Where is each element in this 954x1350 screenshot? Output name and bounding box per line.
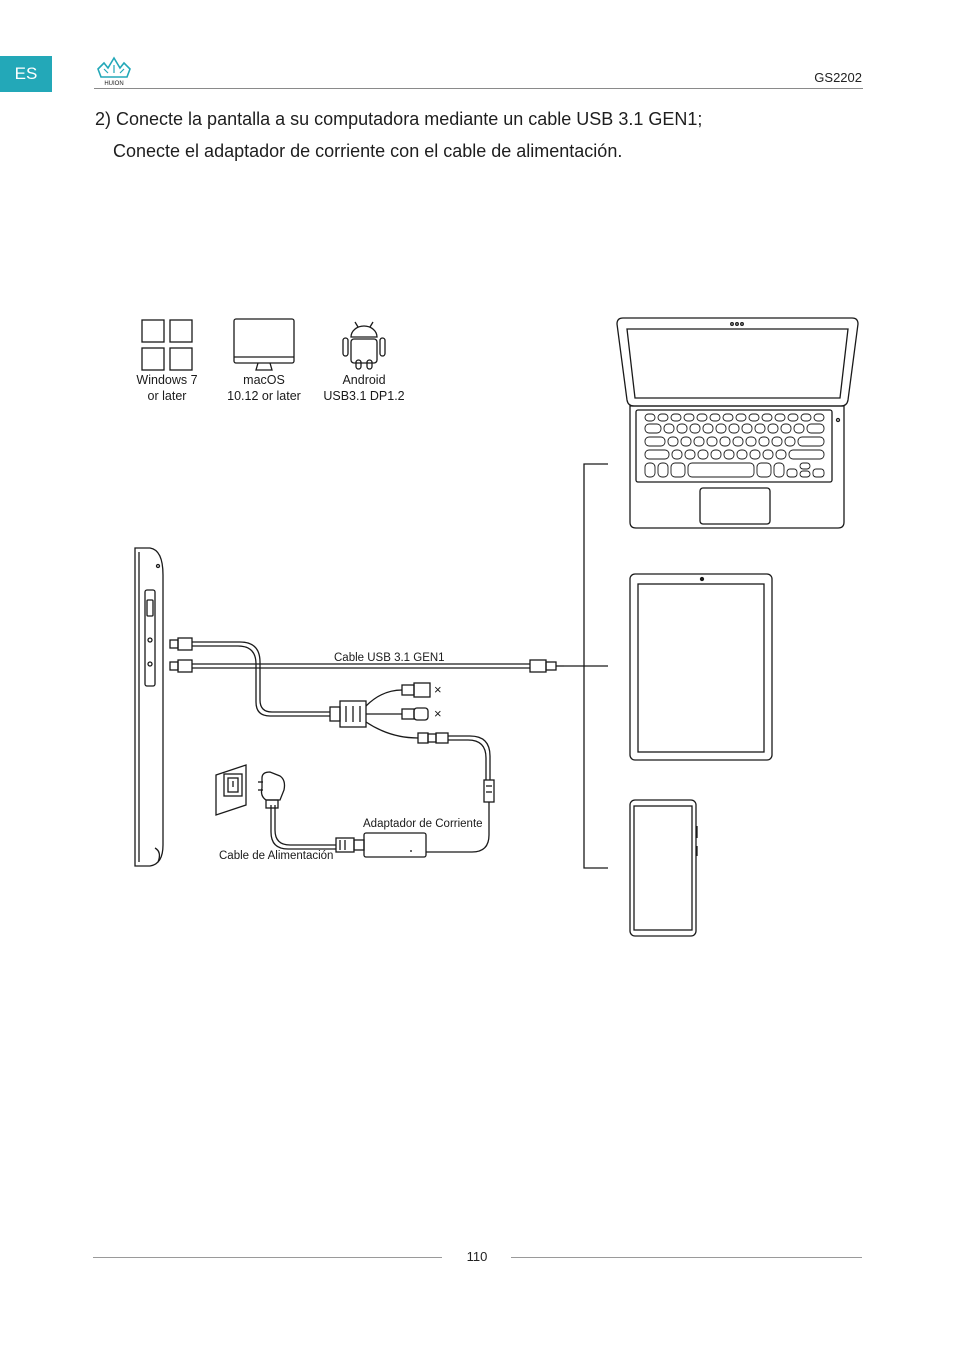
power-adapter-label: Adaptador de Corriente [363,818,483,830]
wall-socket-icon [215,764,247,816]
page-number: 110 [466,1249,488,1264]
instruction-line-2: Conecte el adaptador de corriente con el… [113,141,623,161]
usb-cable-main [192,659,564,673]
power-adapter [335,832,427,858]
windows-icon [141,319,193,371]
svg-text:HUION: HUION [104,81,123,87]
footer-divider-left [93,1257,442,1258]
power-cable-label: Cable de Alimentación [219,850,333,862]
laptop-keyboard [644,413,825,478]
pen-display [134,547,164,867]
phone-icon [629,799,698,937]
os-label-android: Android [342,373,385,387]
laptop-icon [616,317,859,529]
macos-monitor-icon [233,318,295,371]
os-label-macos: macOS [243,373,285,387]
power-plug-icon [258,771,286,809]
footer-divider-right [511,1257,862,1258]
android-icon [342,321,386,370]
usb-c-connectors [169,637,193,673]
os-sublabel-macos: 10.12 or later [227,389,301,403]
instruction-line-1: 2) Conecte la pantalla a su computadora … [95,109,703,129]
not-connected-mark-usb-c: × [434,706,442,721]
usb-cable-label: Cable USB 3.1 GEN1 [334,652,445,664]
huion-logo: HUION [97,56,131,87]
os-sublabel-android: USB3.1 DP1.2 [323,389,404,403]
os-label-windows: Windows 7 [136,373,197,387]
power-cable [270,805,336,850]
header-divider [94,88,863,89]
tablet-icon [629,573,773,761]
os-sublabel-windows: or later [148,389,187,403]
language-tab: ES [0,56,52,92]
not-connected-mark-usb-a: × [434,682,442,697]
model-number: GS2202 [814,70,862,85]
splitter-cable [192,641,495,853]
device-bracket [564,463,608,869]
